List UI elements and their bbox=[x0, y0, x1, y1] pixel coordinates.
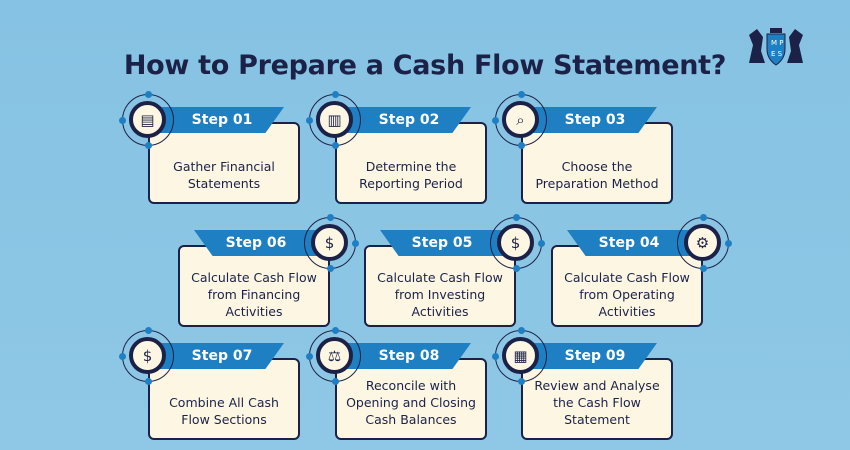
step-label: Step 06 bbox=[194, 230, 318, 256]
icon-ring: ⚙ bbox=[677, 214, 732, 272]
step-description: Review and Analyse the Cash Flow Stateme… bbox=[521, 358, 673, 440]
icon-ring: $ bbox=[119, 327, 174, 385]
magnifier-document-icon: ⌕ bbox=[502, 101, 539, 138]
step-label: Step 07 bbox=[160, 343, 284, 369]
step-description: Calculate Cash Flow from Operating Activ… bbox=[551, 245, 703, 327]
icon-ring: ▥ bbox=[306, 91, 361, 149]
hands-coin-icon: $ bbox=[311, 224, 348, 261]
money-growth-icon: $ bbox=[497, 224, 534, 261]
ring-dot bbox=[119, 117, 126, 124]
ring-dot bbox=[145, 378, 152, 385]
step-6: Calculate Cash Flow from Financing Activ… bbox=[178, 214, 359, 327]
step-description: Calculate Cash Flow from Investing Activ… bbox=[364, 245, 516, 327]
step-label: Step 05 bbox=[380, 230, 504, 256]
balance-chart-icon: ⚖ bbox=[316, 337, 353, 374]
step-label: Step 09 bbox=[533, 343, 657, 369]
icon-ring: ⚖ bbox=[306, 327, 361, 385]
icon-ring: $ bbox=[490, 214, 545, 272]
ring-dot bbox=[538, 240, 545, 247]
icon-ring: $ bbox=[304, 214, 359, 272]
page-title: How to Prepare a Cash Flow Statement? bbox=[123, 50, 727, 81]
ring-dot bbox=[327, 265, 334, 272]
building-chart-icon: ▥ bbox=[316, 101, 353, 138]
ring-dot bbox=[332, 142, 339, 149]
ring-dot bbox=[518, 378, 525, 385]
document-calculator-icon: ▤ bbox=[129, 101, 166, 138]
ring-dot bbox=[725, 240, 732, 247]
ring-dot bbox=[352, 240, 359, 247]
icon-ring: ▤ bbox=[119, 91, 174, 149]
ring-dot bbox=[700, 265, 707, 272]
ring-dot bbox=[306, 353, 313, 360]
icon-ring: ⌕ bbox=[492, 91, 547, 149]
ring-dot bbox=[145, 327, 152, 334]
step-description: Combine All Cash Flow Sections bbox=[148, 358, 300, 440]
step-description: Reconcile with Opening and Closing Cash … bbox=[335, 358, 487, 440]
step-label: Step 02 bbox=[347, 107, 471, 133]
step-description: Gather Financial Statements bbox=[148, 122, 300, 204]
ring-dot bbox=[513, 214, 520, 221]
coin-cycle-icon: $ bbox=[129, 337, 166, 374]
step-4: Calculate Cash Flow from Operating Activ… bbox=[551, 214, 732, 327]
step-description: Calculate Cash Flow from Financing Activ… bbox=[178, 245, 330, 327]
ring-dot bbox=[700, 214, 707, 221]
svg-text:M P: M P bbox=[771, 39, 784, 47]
step-5: Calculate Cash Flow from Investing Activ… bbox=[364, 214, 545, 327]
step-label: Step 03 bbox=[533, 107, 657, 133]
ring-dot bbox=[492, 353, 499, 360]
step-label: Step 01 bbox=[160, 107, 284, 133]
ring-dot bbox=[119, 353, 126, 360]
ring-dot bbox=[332, 91, 339, 98]
step-8: Reconcile with Opening and Closing Cash … bbox=[306, 327, 487, 440]
step-description: Choose the Preparation Method bbox=[521, 122, 673, 204]
ring-dot bbox=[518, 327, 525, 334]
step-label: Step 08 bbox=[347, 343, 471, 369]
ring-dot bbox=[492, 117, 499, 124]
mpes-logo: M P E S bbox=[749, 28, 803, 66]
icon-ring: ▦ bbox=[492, 327, 547, 385]
svg-text:E S: E S bbox=[771, 50, 783, 58]
ring-dot bbox=[518, 91, 525, 98]
step-label: Step 04 bbox=[567, 230, 691, 256]
ring-dot bbox=[327, 214, 334, 221]
ring-dot bbox=[306, 117, 313, 124]
report-review-icon: ▦ bbox=[502, 337, 539, 374]
step-9: Review and Analyse the Cash Flow Stateme… bbox=[492, 327, 673, 440]
ring-dot bbox=[332, 327, 339, 334]
ring-dot bbox=[513, 265, 520, 272]
step-description: Determine the Reporting Period bbox=[335, 122, 487, 204]
ring-dot bbox=[518, 142, 525, 149]
ring-dot bbox=[332, 378, 339, 385]
gears-icon: ⚙ bbox=[684, 224, 721, 261]
ring-dot bbox=[145, 91, 152, 98]
ring-dot bbox=[145, 142, 152, 149]
